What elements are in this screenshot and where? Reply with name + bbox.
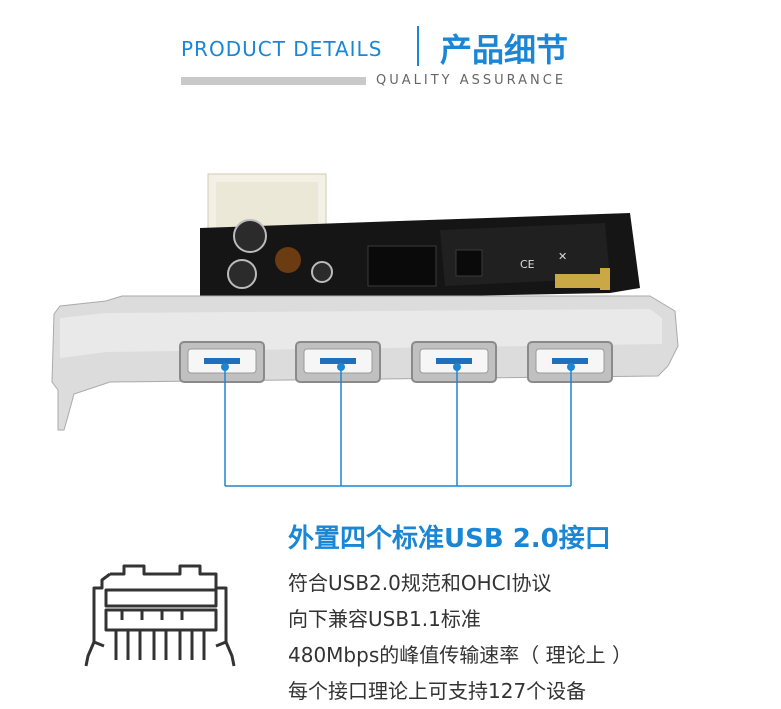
usb-port-3 <box>411 341 497 383</box>
usb-port-2 <box>295 341 381 383</box>
svg-text:CE: CE <box>520 258 535 271</box>
usb-port-diagram-icon <box>84 564 236 667</box>
header-title-en: PRODUCT DETAILS <box>181 37 383 61</box>
header-subtitle: QUALITY ASSURANCE <box>376 73 567 88</box>
feature-line: 每个接口理论上可支持127个设备 <box>288 679 587 703</box>
header-decor-bar <box>181 77 366 85</box>
port-callout-lines <box>221 363 575 487</box>
product-photo: CE ✕ <box>51 173 679 487</box>
feature-line: 符合USB2.0规范和OHCI协议 <box>288 571 552 595</box>
usb-port-4 <box>527 341 613 383</box>
feature-list: 符合USB2.0规范和OHCI协议 向下兼容USB1.1标准 480Mbps的峰… <box>288 565 632 709</box>
feature-title: 外置四个标准USB 2.0接口 <box>288 524 611 554</box>
svg-text:✕: ✕ <box>558 250 567 263</box>
header-divider <box>417 26 419 66</box>
header-title-cn: 产品细节 <box>440 31 569 69</box>
feature-line: 480Mbps的峰值传输速率（ 理论上 ） <box>288 643 632 667</box>
usb-port-1 <box>179 341 265 383</box>
feature-line: 向下兼容USB1.1标准 <box>288 607 481 631</box>
